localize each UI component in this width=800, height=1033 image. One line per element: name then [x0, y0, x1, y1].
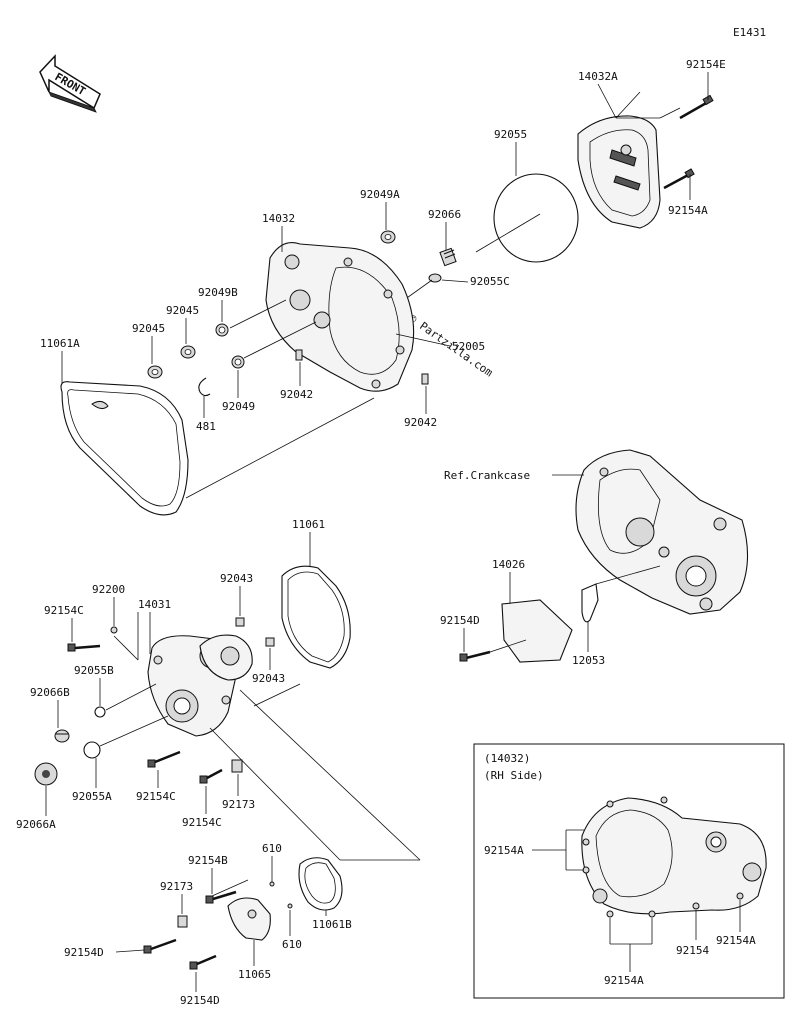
label-481: 481	[196, 420, 216, 433]
oil-seal-92049B	[215, 323, 229, 337]
crankcase-reference	[575, 449, 749, 615]
collar-92173-a	[231, 759, 243, 773]
plate-14026	[501, 599, 573, 663]
washer-92200	[110, 626, 118, 634]
bearing-92045-a	[180, 345, 196, 359]
inset-label-92154A-bottom: 92154A	[604, 974, 644, 987]
bolt-92154D-b	[143, 938, 177, 954]
circlip-481	[198, 377, 211, 397]
dowel-pin-92043-a	[235, 617, 245, 627]
reference-label: Ref.Crankcase	[444, 469, 530, 482]
gasket-11061A	[60, 381, 189, 516]
inset-rh-side: (14032) (RH Side) (14032) 92154A 92154 9…	[473, 743, 785, 999]
bolt-92154C-c	[199, 768, 223, 784]
label-92049B: 92049B	[198, 286, 238, 299]
label-92043-a: 92043	[220, 572, 253, 585]
bolt-92154B	[205, 890, 237, 904]
label-14032: 14032	[262, 212, 295, 225]
label-92066B: 92066B	[30, 686, 70, 699]
label-92154D-c: 92154D	[180, 994, 220, 1007]
clutch-cover-14032	[265, 242, 415, 392]
label-11061: 11061	[292, 518, 325, 531]
label-92066: 92066	[428, 208, 461, 221]
label-14032A: 14032A	[578, 70, 618, 83]
bracket-12053	[581, 583, 599, 623]
o-ring-92055	[493, 173, 579, 263]
label-92066A: 92066A	[16, 818, 56, 831]
bolt-92154C-b	[147, 750, 181, 768]
label-92055C: 92055C	[470, 275, 510, 288]
label-92154B: 92154B	[188, 854, 228, 867]
oil-seal-92049A	[380, 230, 396, 244]
label-11061B: 11061B	[312, 918, 352, 931]
label-92043-b: 92043	[252, 672, 285, 685]
dowel-pin-92042-a	[295, 349, 303, 361]
label-92049: 92049	[222, 400, 255, 413]
cover-11065	[227, 897, 271, 941]
label-92045-b: 92045	[132, 322, 165, 335]
bolt-92154D-c	[189, 954, 217, 970]
label-92049A: 92049A	[360, 188, 400, 201]
label-92154D-a: 92154D	[440, 614, 480, 627]
label-92154C-b: 92154C	[136, 790, 176, 803]
pin-610-a	[269, 881, 275, 887]
inset-title-line1: (14032)	[484, 752, 530, 765]
bolt-92154A	[663, 168, 695, 190]
label-52005: 52005	[452, 340, 485, 353]
label-14026: 14026	[492, 558, 525, 571]
dowel-pin-92042-b	[421, 373, 429, 385]
label-92154A-top: 92154A	[668, 204, 708, 217]
label-92200: 92200	[92, 583, 125, 596]
label-92154D-b: 92154D	[64, 946, 104, 959]
label-92055: 92055	[494, 128, 527, 141]
plug-92066	[439, 247, 457, 267]
inset-title-line2: (RH Side)	[484, 769, 544, 782]
collar-92173-b	[177, 915, 188, 928]
bolt-92154C-a	[67, 643, 101, 652]
inset-label-92154: 92154	[676, 944, 709, 957]
diagram-code: E1431	[733, 26, 766, 39]
label-610-b: 610	[282, 938, 302, 951]
label-11061A: 11061A	[40, 337, 80, 350]
pin-610-b	[287, 903, 293, 909]
gasket-11061B	[298, 857, 343, 911]
front-label: FRONT	[53, 70, 89, 98]
label-92042-b: 92042	[404, 416, 437, 429]
front-arrow-icon: FRONT	[39, 54, 101, 113]
pump-housing	[199, 634, 253, 681]
label-12053: 12053	[572, 654, 605, 667]
label-92055B: 92055B	[74, 664, 114, 677]
label-92154E: 92154E	[686, 58, 726, 71]
label-92173-b: 92173	[160, 880, 193, 893]
dowel-pin-92043-b	[265, 637, 275, 647]
label-92154C-a: 92154C	[44, 604, 84, 617]
label-92173-a: 92173	[222, 798, 255, 811]
o-ring-92055A	[83, 741, 101, 759]
plug-92066B	[54, 729, 70, 743]
label-11065: 11065	[238, 968, 271, 981]
clutch-outer-cover	[577, 115, 661, 229]
inset-label-92154A-left: 92154A	[484, 844, 524, 857]
gasket-11061	[281, 565, 351, 669]
label-610-a: 610	[262, 842, 282, 855]
label-92055A: 92055A	[72, 790, 112, 803]
o-ring-92055B	[94, 706, 106, 718]
label-92045-a: 92045	[166, 304, 199, 317]
bearing-92045-b	[147, 365, 163, 379]
plug-92066A	[34, 762, 58, 786]
oil-seal-92049	[231, 355, 245, 369]
label-92154C-c: 92154C	[182, 816, 222, 829]
inset-cover-drawing	[581, 796, 767, 918]
label-92042-a: 92042	[280, 388, 313, 401]
bolt-92154D-a	[459, 650, 491, 662]
inset-label-92154A-right: 92154A	[716, 934, 756, 947]
label-14031: 14031	[138, 598, 171, 611]
